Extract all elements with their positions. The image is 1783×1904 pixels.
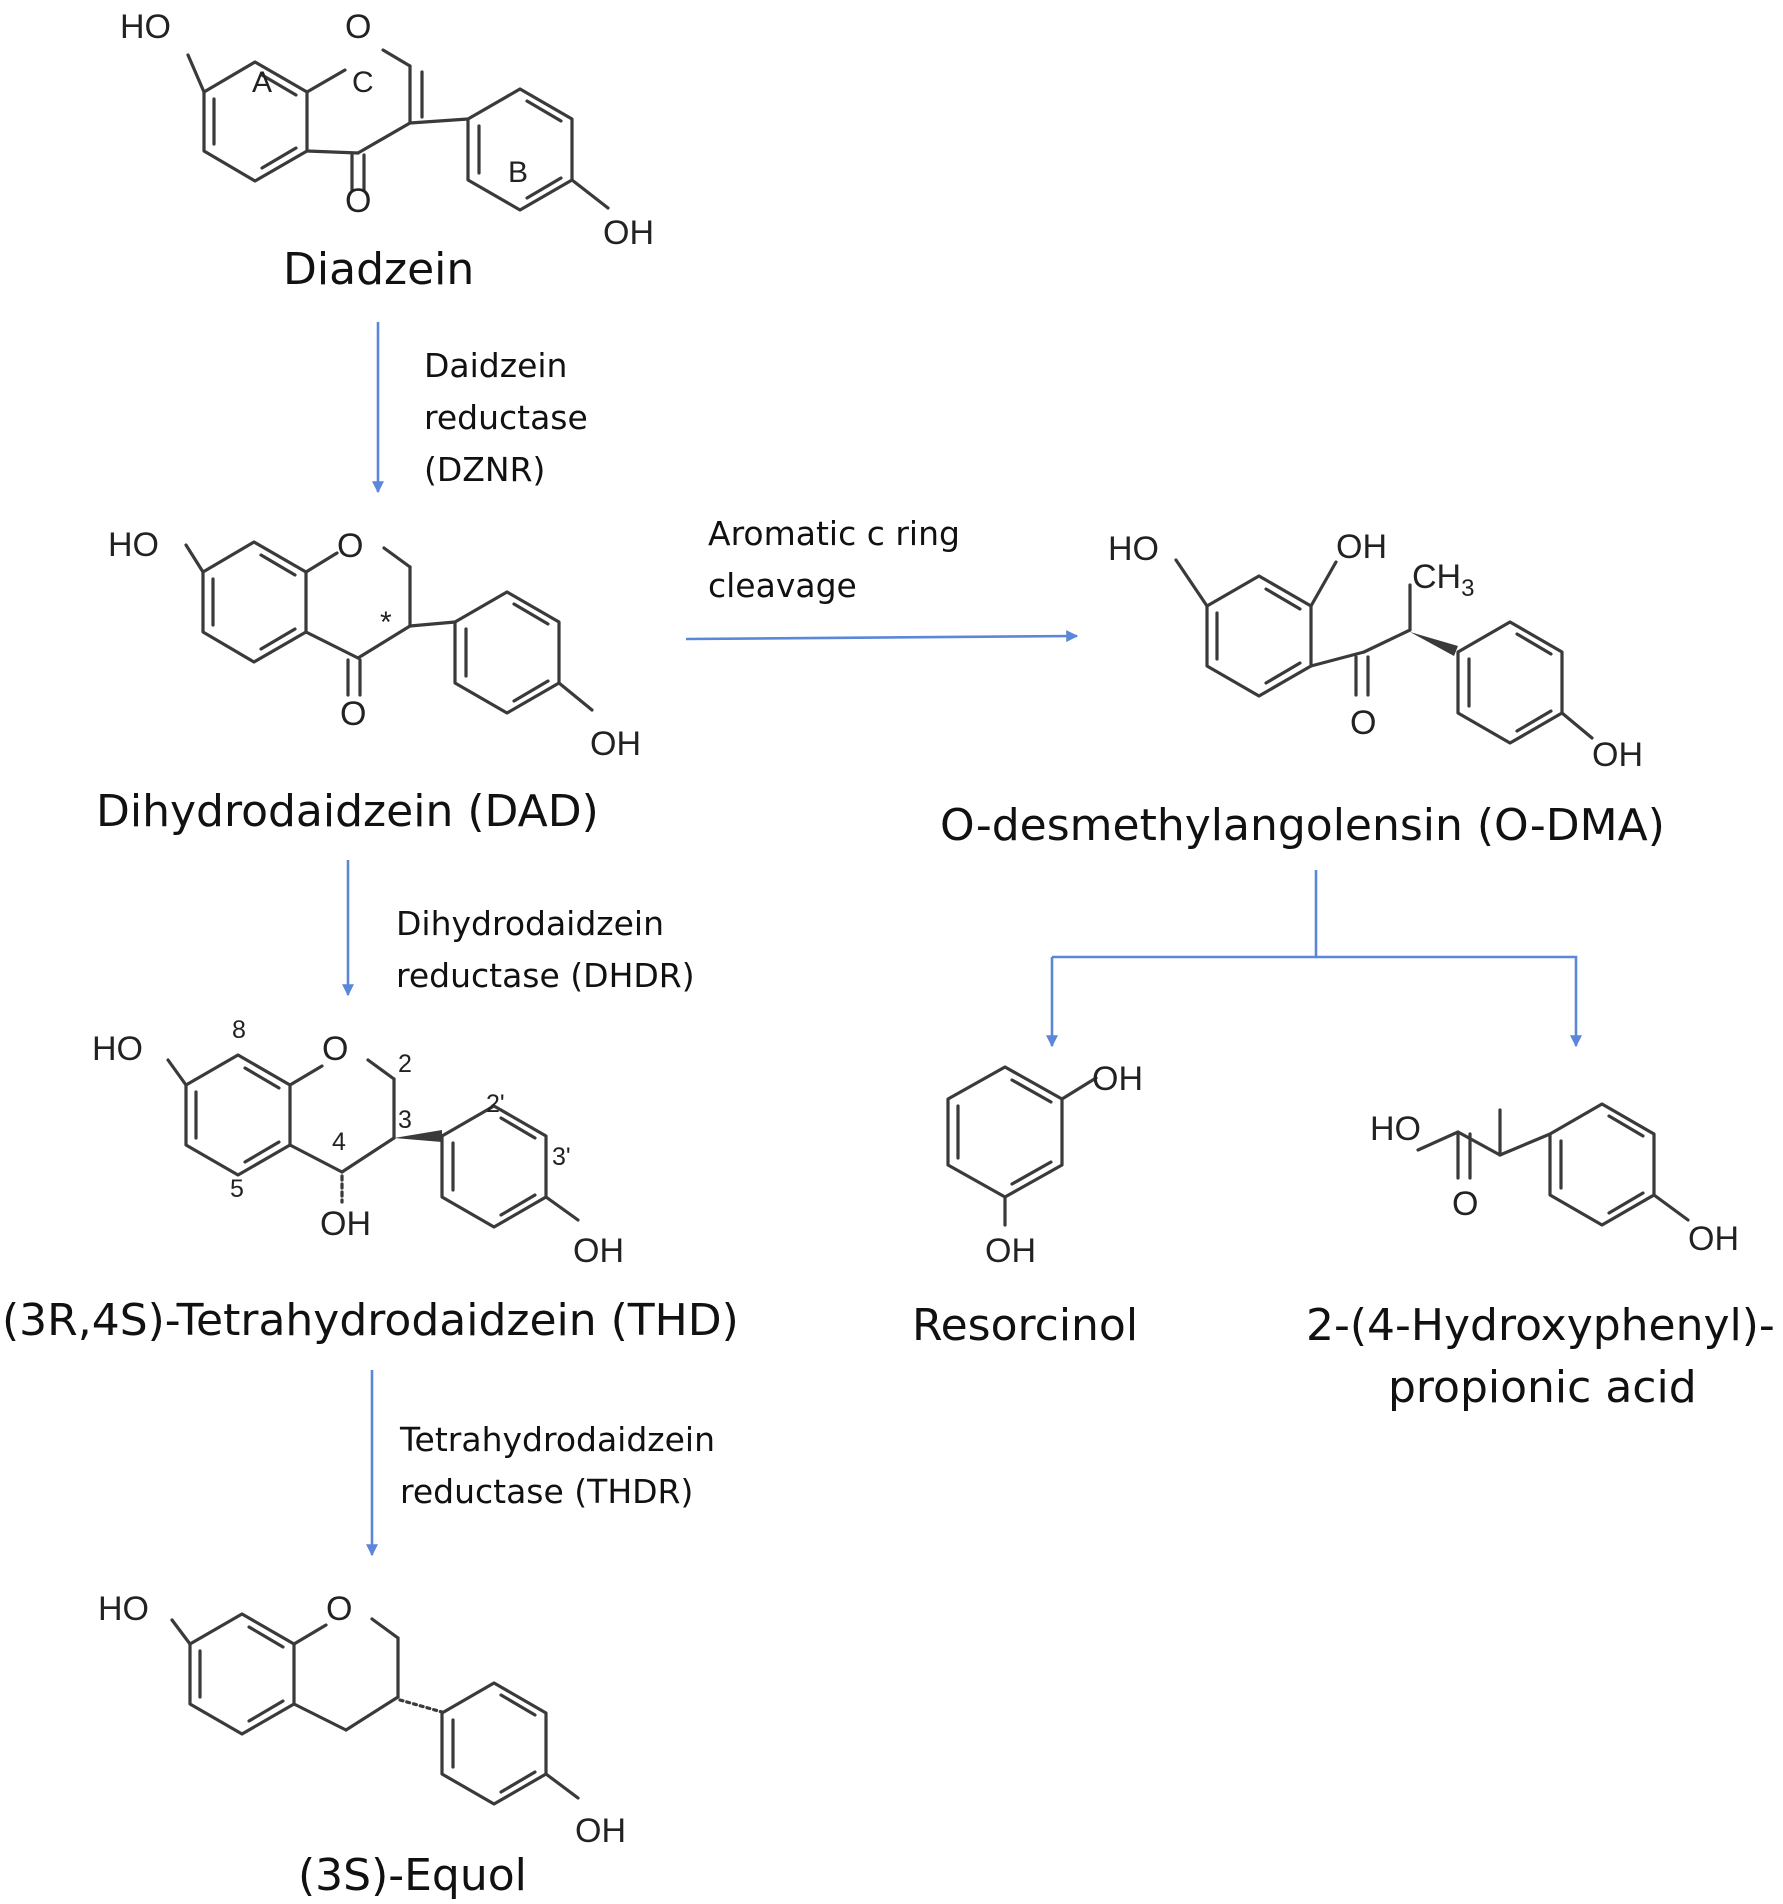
stereo-mark: * — [380, 606, 392, 639]
enzyme-label-dznr: Daidzein reductase (DZNR) — [424, 340, 588, 496]
position-5: 5 — [230, 1175, 244, 1203]
enzyme-dznr-line2: reductase — [424, 398, 588, 437]
resorcinol-structure: OH OH — [946, 1060, 1143, 1270]
reaction-label-cleavage: Aromatic c ring cleavage — [708, 508, 960, 612]
atom-o-ring: O — [322, 1030, 348, 1068]
ring-label-b: B — [508, 156, 528, 189]
position-4: 4 — [332, 1128, 346, 1156]
atom-o-keto: O — [1350, 704, 1376, 742]
atom-oh: OH — [590, 725, 641, 763]
atom-oh: OH — [1688, 1220, 1739, 1258]
atom-o-keto: O — [340, 695, 366, 733]
hppa-structure: HO O OH — [1370, 1102, 1739, 1258]
atom-oh-2: OH — [1336, 528, 1387, 566]
atom-ho: HO — [120, 8, 171, 46]
compound-name-resorcinol: Resorcinol — [912, 1300, 1139, 1351]
ring-label-c: C — [352, 66, 374, 99]
atom-o-ring: O — [326, 1590, 352, 1628]
dad-structure: HO O O OH * — [108, 526, 641, 763]
enzyme-dhdr-line1: Dihydrodaidzein — [396, 904, 664, 943]
atom-o-keto: O — [345, 182, 371, 220]
position-3: 3 — [398, 1106, 412, 1134]
atom-oh-4: OH — [320, 1205, 371, 1243]
compound-name-equol: (3S)-Equol — [298, 1850, 527, 1901]
ring-label-a: A — [252, 66, 272, 99]
enzyme-dhdr-line2: reductase (DHDR) — [396, 956, 695, 995]
odma-structure: HO OH CH3 O OH — [1108, 528, 1643, 774]
compound-name-thd: (3R,4S)-Tetrahydrodaidzein (THD) — [2, 1295, 739, 1346]
atom-ho: HO — [108, 526, 159, 564]
atom-oh: OH — [575, 1812, 626, 1850]
compound-name-hppa-line1: 2-(4-Hydroxyphenyl)- — [1306, 1300, 1775, 1351]
atom-oh: OH — [603, 214, 654, 252]
compound-name-odma: O-desmethylangolensin (O-DMA) — [940, 800, 1665, 851]
atom-ho: HO — [98, 1590, 149, 1628]
position-2: 2 — [398, 1050, 412, 1078]
compound-name-daidzein: Diadzein — [283, 244, 475, 295]
arrow-cleavage — [685, 630, 1079, 643]
position-2-prime: 2' — [486, 1090, 505, 1118]
atom-ho: HO — [1370, 1110, 1421, 1148]
atom-oh-bottom: OH — [985, 1232, 1036, 1270]
position-8: 8 — [232, 1016, 246, 1044]
atom-o-keto: O — [1452, 1185, 1478, 1223]
atom-oh-top: OH — [1092, 1060, 1143, 1098]
compound-name-hppa-line2: propionic acid — [1388, 1362, 1697, 1413]
enzyme-label-thdr: Tetrahydrodaidzein reductase (THDR) — [400, 1414, 715, 1518]
atom-oh: OH — [573, 1232, 624, 1270]
equol-structure: HO O OH — [98, 1590, 626, 1850]
arrow-branch — [1052, 870, 1318, 959]
atom-o-ring: O — [345, 8, 371, 46]
reaction-arrows — [342, 322, 1582, 1557]
atom-ho: HO — [1108, 530, 1159, 568]
atom-ho: HO — [92, 1030, 143, 1068]
enzyme-thdr-line2: reductase (THDR) — [400, 1472, 694, 1511]
atom-o-ring: O — [337, 527, 363, 565]
position-3-prime: 3' — [552, 1143, 571, 1171]
daidzein-structure: HO O O OH A C B — [120, 8, 654, 252]
enzyme-thdr-line1: Tetrahydrodaidzein — [400, 1420, 715, 1459]
cleavage-line2: cleavage — [708, 566, 857, 605]
arrow-to-hppa — [1316, 955, 1582, 1048]
cleavage-line1: Aromatic c ring — [708, 514, 960, 553]
compound-name-dad: Dihydrodaidzein (DAD) — [96, 786, 599, 837]
enzyme-dznr-line3: (DZNR) — [424, 450, 546, 489]
thd-structure: HO O OH OH 8 2 3 4 5 2' 3' — [92, 1016, 624, 1270]
atom-oh: OH — [1592, 736, 1643, 774]
atom-ch3: CH3 — [1412, 558, 1474, 602]
enzyme-dznr-line1: Daidzein — [424, 346, 568, 385]
enzyme-label-dhdr: Dihydrodaidzein reductase (DHDR) — [396, 898, 695, 1002]
